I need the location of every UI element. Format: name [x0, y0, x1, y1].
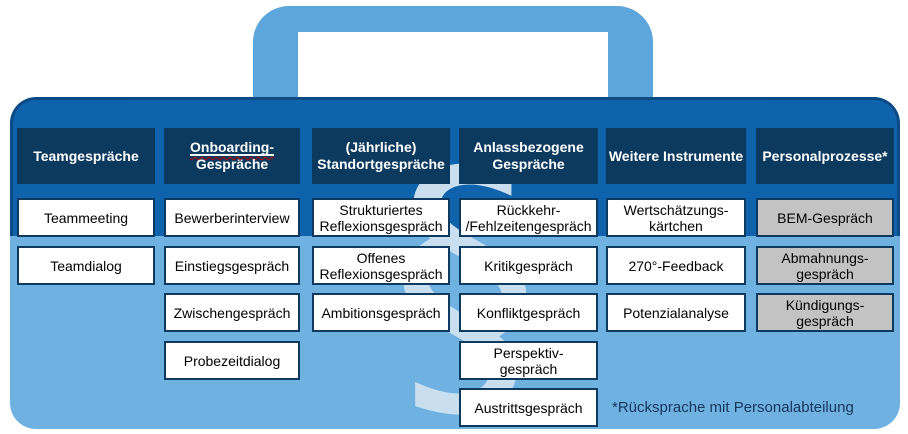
header-line: Standortgespräche [317, 156, 445, 172]
column-standortgespraeche: (Jährliche) Standortgespräche Strukturie… [312, 0, 450, 434]
header-line: Teamgespräche [33, 147, 139, 164]
header-line-spellchecked: Onboarding- [190, 139, 274, 155]
header-onboarding-gespraeche: Onboarding- Gespräche [164, 128, 300, 184]
column-teamgespraeche: Teamgespräche Teammeeting Teamdialog [17, 0, 155, 434]
item-perspektivgespraech: Perspektiv- gespräch [459, 341, 598, 380]
item-konfliktgespraech: Konfliktgespräch [459, 293, 598, 332]
item-potenzialanalyse: Potenzialanalyse [606, 293, 746, 332]
item-kuendigungsgespraech: Kündigungs- gespräch [756, 293, 894, 332]
item-probezeitdialog: Probezeitdialog [164, 341, 300, 380]
header-line: Gespräche [195, 156, 269, 172]
item-bem-gespraech: BEM-Gespräch [756, 198, 894, 237]
item-teammeeting: Teammeeting [17, 198, 155, 237]
item-bewerberinterview: Bewerberinterview [164, 198, 300, 237]
item-einstiegsgespraech: Einstiegsgespräch [164, 246, 300, 285]
header-line: (Jährliche) [345, 139, 417, 155]
item-kritikgespraech: Kritikgespräch [459, 246, 598, 285]
column-weitere-instrumente: Weitere Instrumente Wertschätzungs- kärt… [606, 0, 746, 434]
item-offenes-reflexionsgespraech: Offenes Reflexionsgespräch [312, 246, 450, 285]
item-strukturiertes-reflexionsgespraech: Strukturiertes Reflexionsgespräch [312, 198, 450, 237]
item-teamdialog: Teamdialog [17, 246, 155, 285]
item-ambitionsgespraech: Ambitionsgespräch [312, 293, 450, 332]
header-standortgespraeche: (Jährliche) Standortgespräche [312, 128, 450, 184]
column-personalprozesse: Personalprozesse* BEM-Gespräch Abmahnung… [756, 0, 894, 434]
item-wertschaetzungskaertchen: Wertschätzungs- kärtchen [606, 198, 746, 237]
header-anlassbezogene-gespraeche: Anlassbezogene Gespräche [459, 128, 598, 184]
item-rueckkehr-fehlzeitengespraech: Rückkehr- /Fehlzeitengespräch [459, 198, 598, 237]
footnote: *Rücksprache mit Personalabteilung [612, 399, 854, 416]
header-line: Gespräche [492, 156, 565, 172]
toolbox-top-band [10, 97, 900, 236]
header-line: Weitere Instrumente [608, 147, 744, 164]
toolbox-handle [253, 6, 653, 106]
header-teamgespraeche: Teamgespräche [17, 128, 155, 184]
header-line: Personalprozesse* [762, 147, 888, 164]
header-weitere-instrumente: Weitere Instrumente [606, 128, 746, 184]
item-abmahnungsgespraech: Abmahnungs- gespräch [756, 246, 894, 285]
column-anlassbezogene-gespraeche: Anlassbezogene Gespräche Rückkehr- /Fehl… [459, 0, 598, 434]
column-onboarding-gespraeche: Onboarding- Gespräche Bewerberinterview … [164, 0, 300, 434]
item-austrittsgespraech: Austrittsgespräch [459, 388, 598, 427]
header-line: Anlassbezogene [473, 139, 584, 155]
header-personalprozesse: Personalprozesse* [756, 128, 894, 184]
item-zwischengespraech: Zwischengespräch [164, 293, 300, 332]
item-270-feedback: 270°-Feedback [606, 246, 746, 285]
